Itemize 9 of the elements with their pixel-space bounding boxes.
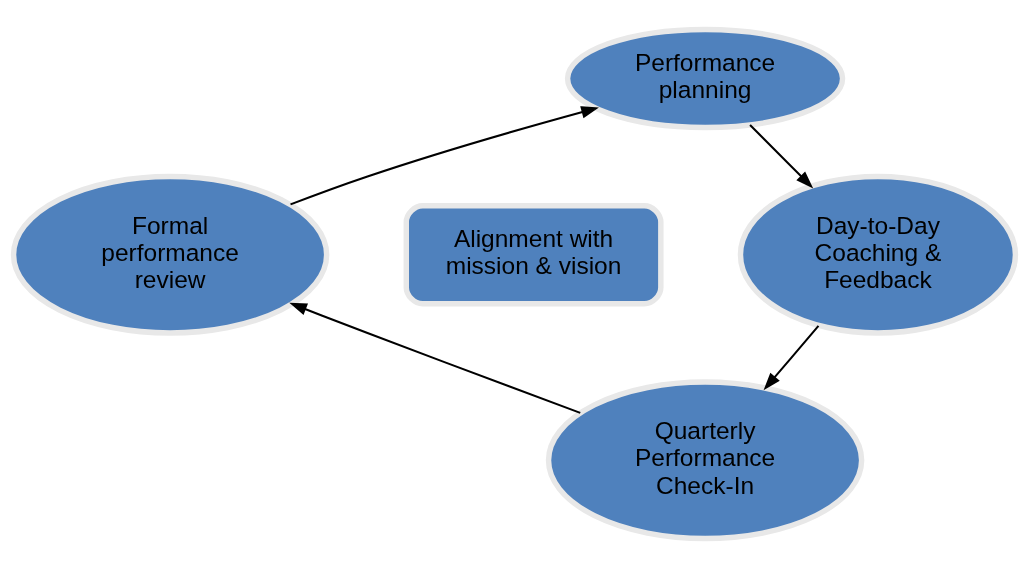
arrow [749,123,814,188]
arrow [763,324,820,390]
node-ellipse: Day-to-Day Coaching & Feedback [737,173,1019,336]
node-ellipse: Performance planning [564,26,846,130]
node-ellipse: Quarterly Performance Check-In [545,378,865,541]
node-box: Alignment with mission & vision [403,202,664,306]
arrow [290,105,599,205]
arrow [289,302,581,414]
node-ellipse: Formal performance review [10,173,330,336]
